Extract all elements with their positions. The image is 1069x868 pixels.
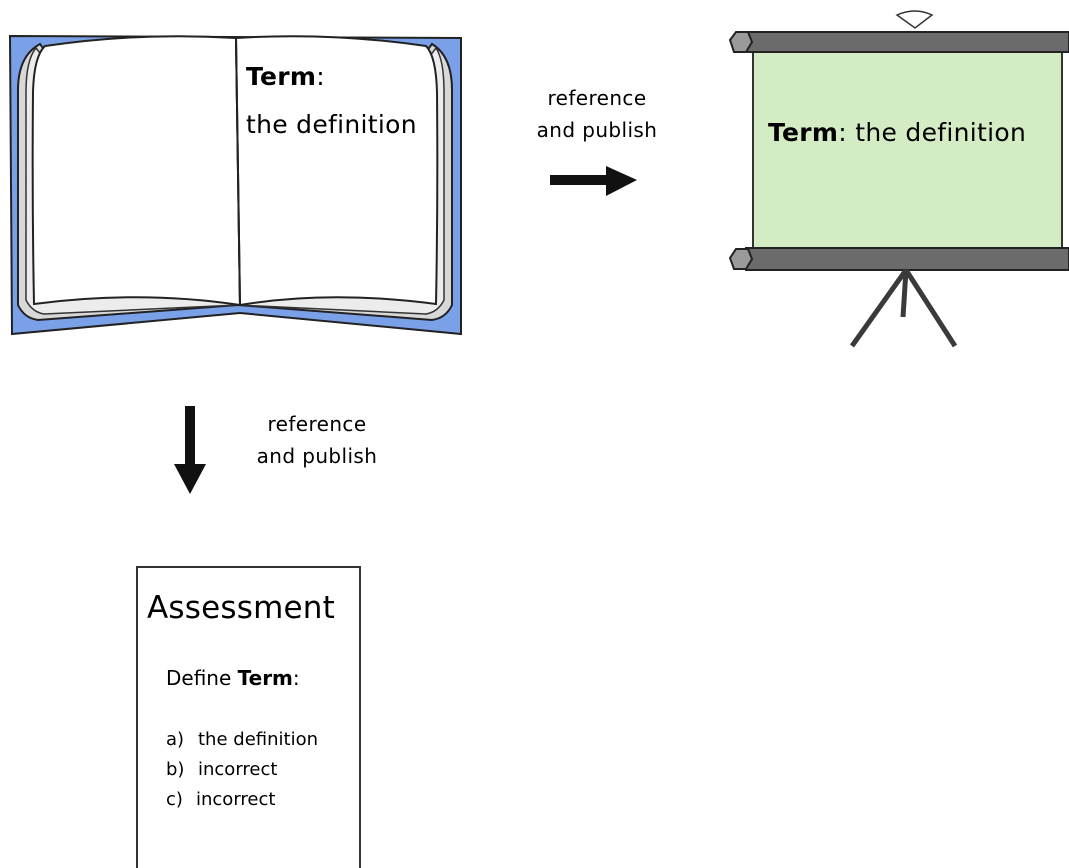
- option-b: b) incorrect: [166, 759, 277, 780]
- down-arrow-label: reference and publish: [242, 408, 392, 472]
- book-term-line: Term:: [246, 62, 325, 91]
- bottom-roller: [745, 247, 1069, 271]
- book-left-page: [31, 35, 242, 307]
- right-arrow-label-line1: reference: [547, 86, 647, 110]
- book-colon: :: [316, 62, 326, 91]
- option-b-letter: b): [166, 759, 185, 780]
- screen-surface: [752, 49, 1063, 249]
- book-right-page: [234, 35, 439, 307]
- option-c: c) incorrect: [166, 789, 275, 810]
- tripod: [849, 268, 958, 348]
- book-term: Term: [246, 62, 317, 91]
- option-a: a) the definition: [166, 729, 318, 750]
- right-arrow-label: reference and publish: [522, 82, 672, 146]
- right-arrow-label-line2: and publish: [536, 118, 658, 142]
- down-arrow: [174, 406, 206, 494]
- question-term: Term: [237, 666, 293, 690]
- question-suffix: :: [292, 666, 300, 690]
- assessment-paper: Assessment Define Term: a) the definition…: [136, 566, 361, 868]
- down-arrow-label-line2: and publish: [256, 444, 378, 468]
- assessment-title: Assessment: [147, 590, 335, 626]
- top-roller: [745, 31, 1069, 53]
- right-arrow: [550, 166, 637, 196]
- screen-term: Term: [768, 118, 839, 147]
- screen-text: Term: the definition: [768, 118, 1026, 147]
- question-prefix: Define: [166, 666, 238, 690]
- option-c-text: incorrect: [196, 789, 276, 810]
- option-a-letter: a): [166, 729, 185, 750]
- projector-screen: [728, 10, 1069, 348]
- screen-hanger: [895, 10, 934, 29]
- screen-definition: : the definition: [838, 118, 1027, 147]
- option-b-text: incorrect: [198, 759, 278, 780]
- down-arrow-label-line1: reference: [267, 412, 367, 436]
- option-c-letter: c): [166, 789, 183, 810]
- assessment-question: Define Term:: [166, 666, 300, 690]
- option-a-text: the definition: [198, 729, 318, 750]
- open-book: [8, 34, 462, 336]
- book-definition: the definition: [246, 110, 417, 139]
